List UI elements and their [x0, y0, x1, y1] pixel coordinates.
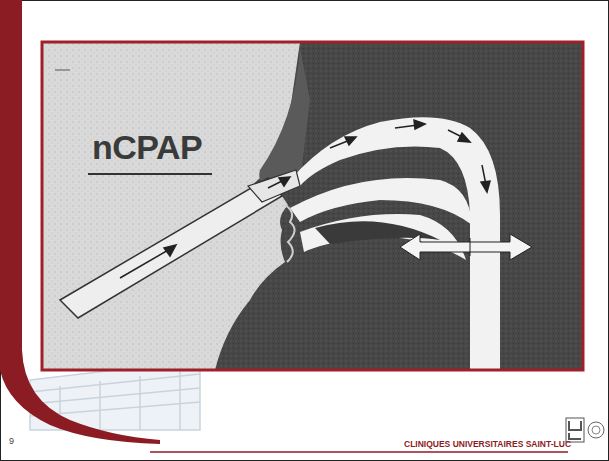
image-frame	[42, 42, 583, 370]
footer-line	[150, 451, 568, 453]
slide-number: 9	[9, 436, 14, 446]
ncpap-illustration	[42, 42, 583, 370]
footer-text: CLINIQUES UNIVERSITAIRES SAINT-LUC	[404, 439, 571, 449]
university-logo	[566, 418, 604, 442]
device-label: nCPAP	[92, 128, 202, 167]
